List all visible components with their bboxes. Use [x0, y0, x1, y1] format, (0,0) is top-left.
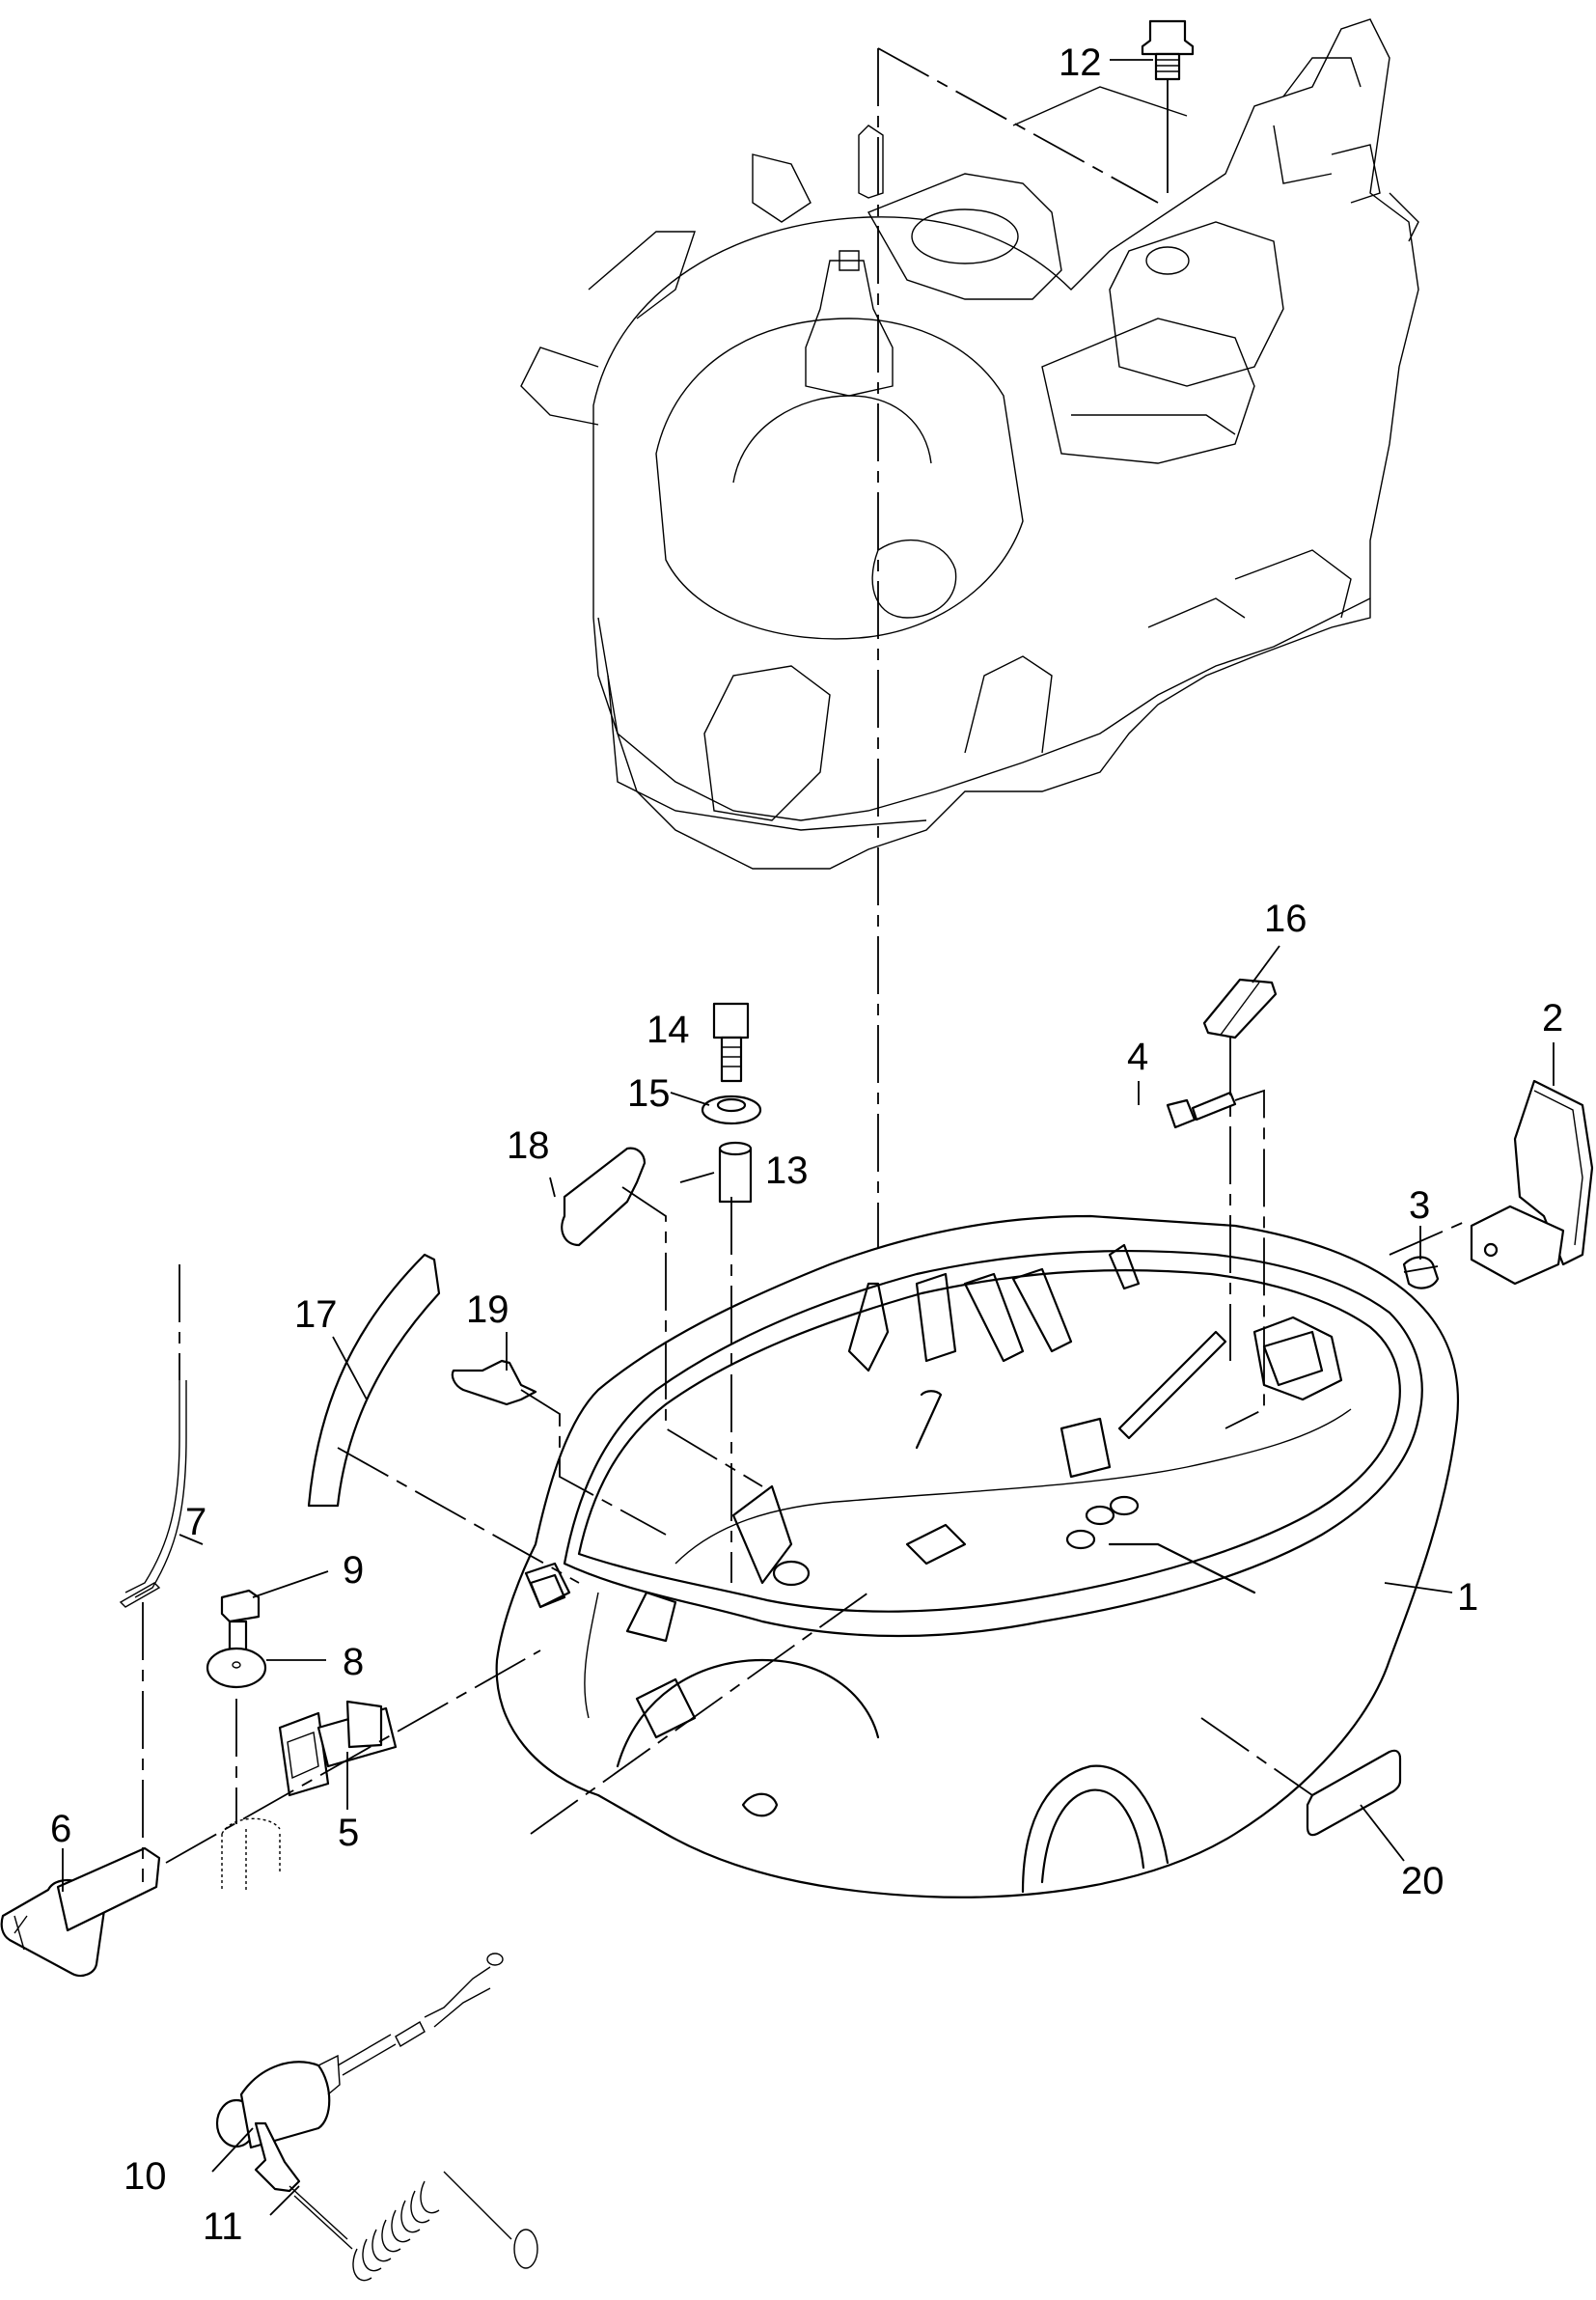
part-7-rod	[119, 1380, 187, 1608]
part-3-collar	[1402, 1256, 1440, 1289]
callout-2: 2	[1542, 997, 1563, 1039]
part-12-bolt	[1141, 19, 1195, 81]
part-17-seal-strip	[307, 1253, 441, 1508]
callout-12: 12	[1059, 42, 1102, 84]
callout-6: 6	[50, 1808, 71, 1850]
ghost-mount	[221, 1817, 281, 1892]
part-8-washer	[206, 1647, 267, 1689]
callout-labels: 12 16 2 4 14 15 3 13 18 19 17 7 9 1 8 5 …	[50, 42, 1563, 2248]
callout-5: 5	[338, 1812, 359, 1854]
part-20-label	[1306, 1749, 1402, 1837]
engine-powerhead	[520, 18, 1419, 870]
callout-10: 10	[124, 2155, 167, 2198]
part-4-bolt	[1166, 1091, 1237, 1129]
part-18-seal	[561, 1147, 647, 1247]
part-13-collar	[718, 1141, 753, 1204]
callout-13: 13	[765, 1150, 809, 1192]
leader-lines	[62, 59, 1555, 2216]
lanyard-coil	[352, 2180, 440, 2282]
callout-1: 1	[1457, 1576, 1478, 1619]
callout-16: 16	[1264, 898, 1307, 940]
callout-14: 14	[647, 1009, 690, 1051]
part-11-lanyard	[254, 2121, 538, 2282]
part-14-bolt	[712, 1002, 750, 1083]
callout-11: 11	[203, 2205, 243, 2248]
callout-8: 8	[343, 1641, 364, 1683]
alignment-lines	[877, 47, 1169, 1467]
part-9-bolt	[220, 1589, 261, 1654]
part-16-seal	[1202, 978, 1278, 1039]
part-10-stop-switch	[215, 1953, 504, 2149]
callout-17: 17	[294, 1293, 338, 1336]
callout-3: 3	[1409, 1184, 1430, 1227]
callout-20: 20	[1401, 1860, 1445, 1902]
callout-15: 15	[627, 1072, 671, 1115]
part-19-seal	[451, 1359, 537, 1406]
part-2-clamp-lever	[1470, 1079, 1594, 1286]
callout-18: 18	[507, 1124, 550, 1167]
bottom-cowling	[495, 1214, 1459, 1898]
callout-9: 9	[343, 1549, 364, 1592]
callout-19: 19	[466, 1289, 509, 1331]
assembly-lines	[142, 1038, 1468, 1882]
part-6-lever-handle	[0, 1846, 161, 1978]
callout-4: 4	[1127, 1036, 1148, 1078]
part-5-grommet	[278, 1700, 398, 1797]
part-15-grommet	[701, 1095, 762, 1125]
callout-7: 7	[185, 1501, 206, 1543]
